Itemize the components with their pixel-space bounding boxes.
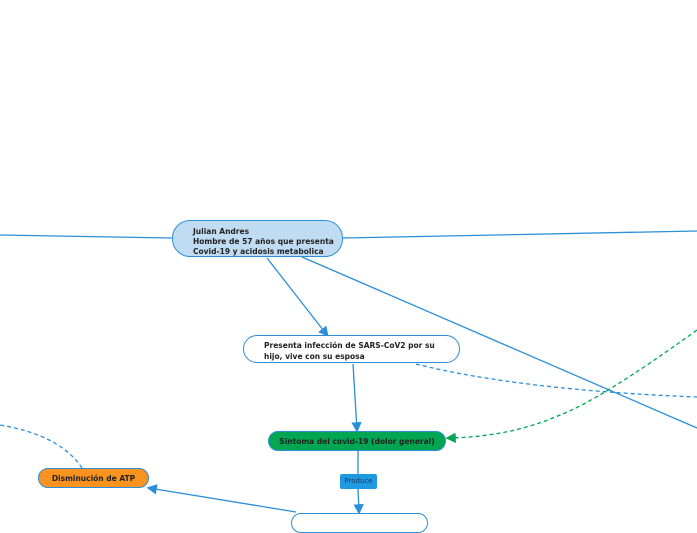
atp-node[interactable]: Disminución de ATP [38,468,149,488]
link-root-infection [266,257,329,338]
dashed-link-atp-left [0,424,83,469]
root-title: Julian Andres [193,227,250,236]
link-root-farright [301,256,697,429]
dashed-link-infection-right [415,363,697,398]
infection-line2: hijo, vive con su esposa [264,351,365,361]
connections [0,230,697,515]
link-infection-symptom [351,363,362,433]
link-next-atp [146,484,297,513]
atp-text: Disminución de ATP [51,474,136,483]
link-root-right [342,230,697,239]
produce-link-label[interactable]: Produce [340,474,377,489]
infection-line1: Presenta infección de SARS-CoV2 por su [264,341,435,350]
link-produce-next [353,488,364,515]
symptom-node[interactable]: Sintoma del covid-19 (dolor general) [268,431,446,451]
infection-node[interactable]: Presenta infección de SARS-CoV2 por su h… [243,335,460,363]
link-root-left [0,234,173,239]
symptom-text: Sintoma del covid-19 (dolor general) [279,437,435,446]
bottom-node[interactable] [291,513,428,533]
root-line2: Hombre de 57 años que presenta [193,237,334,246]
root-line3: Covid-19 y acidosis metabolica [193,247,324,256]
root-node[interactable]: Julian Andres Hombre de 57 años que pres… [172,220,343,257]
dashed-link-green [445,329,697,444]
